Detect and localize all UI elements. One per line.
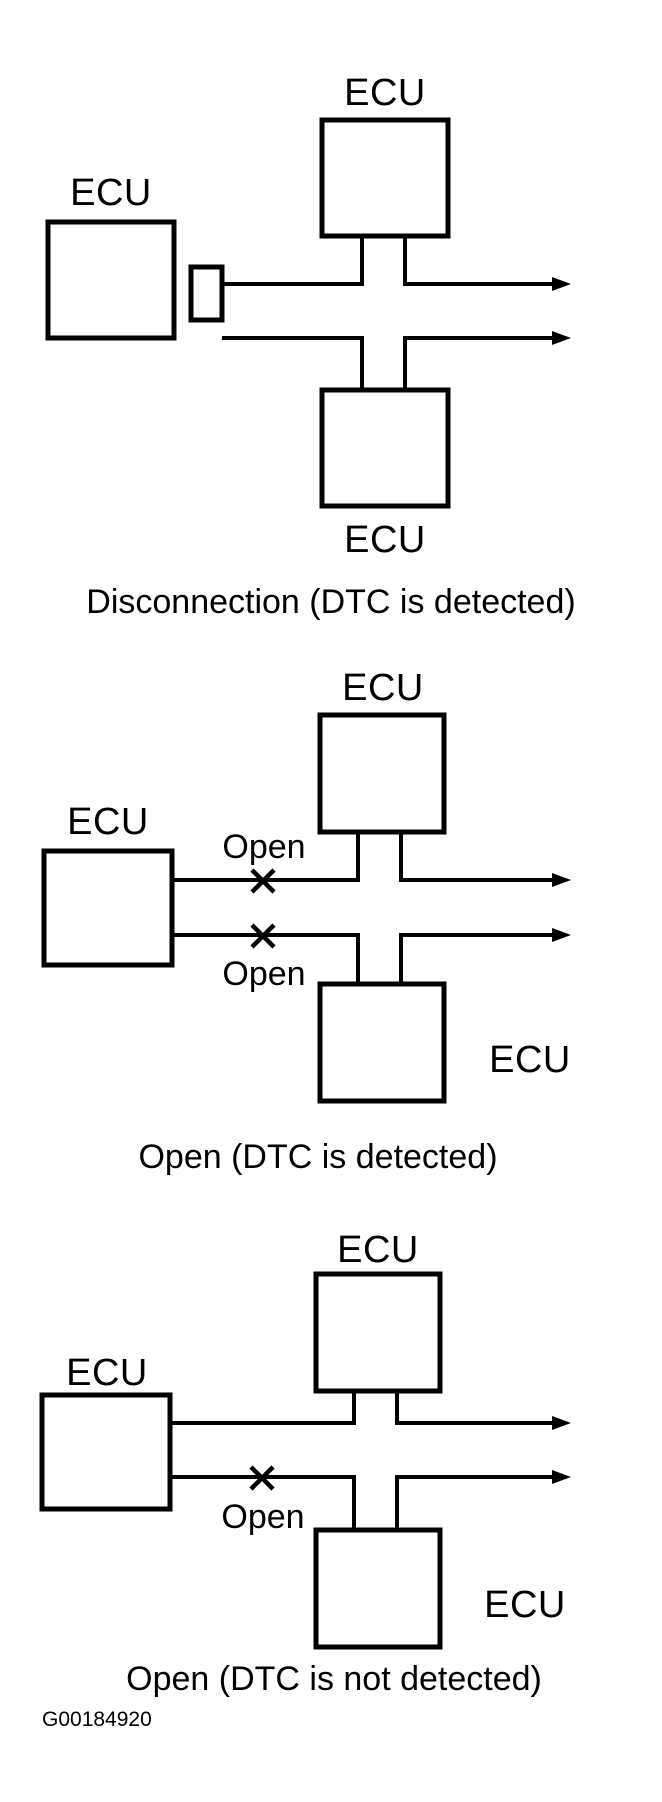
p3-lower-arrowhead [552, 1470, 571, 1484]
p1-bottom-ecu-label: ECU [344, 519, 426, 561]
p2-left-ecu-box [41, 848, 175, 968]
p3-left-ecu-box [39, 1392, 173, 1512]
p2-upper-arrowhead [552, 873, 571, 887]
p3-top-ecu-box [313, 1271, 443, 1394]
p3-lower-open-x-icon [249, 1465, 275, 1491]
p3-left-ecu-label: ECU [66, 1352, 148, 1394]
p2-lower-open-x-icon [250, 923, 276, 949]
p1-upper-arrowhead [552, 277, 571, 291]
p1-top-ecu-box [319, 117, 451, 239]
p1-left-ecu-label: ECU [70, 172, 152, 214]
p3-bottom-ecu-box [313, 1527, 443, 1650]
p1-lower-arrowhead [552, 331, 571, 345]
p3-caption: Open (DTC is not detected) [126, 1660, 542, 1698]
p1-lower-wire-right [403, 336, 552, 390]
p3-upper-wire-left [170, 1391, 356, 1425]
p2-upper-open-label: Open [222, 828, 305, 866]
p1-upper-wire-left [222, 236, 364, 286]
p2-upper-wire-right [399, 832, 552, 882]
p3-bottom-ecu-label: ECU [484, 1584, 566, 1626]
p3-upper-wire-right [395, 1391, 552, 1425]
p1-left-ecu-box [45, 219, 177, 341]
p2-caption: Open (DTC is detected) [138, 1138, 497, 1176]
p2-lower-wire-right [399, 933, 552, 984]
p3-top-ecu-label: ECU [337, 1229, 419, 1271]
p1-caption: Disconnection (DTC is detected) [86, 583, 575, 621]
p2-lower-open-label: Open [222, 955, 305, 993]
p2-upper-open-x-icon [250, 868, 276, 894]
p2-left-ecu-label: ECU [67, 801, 149, 843]
p1-upper-wire-right [403, 236, 552, 286]
p2-upper-wire-left [172, 832, 360, 882]
p2-bottom-ecu-label: ECU [489, 1039, 571, 1081]
p1-top-ecu-label: ECU [344, 72, 426, 114]
panel-disconnection: ECU ECU ECU Disconnection (DT [45, 72, 576, 621]
figure-code: G00184920 [42, 1708, 152, 1731]
p2-bottom-ecu-box [317, 981, 447, 1104]
p3-lower-wire-right [395, 1475, 552, 1530]
p1-bottom-ecu-box [319, 387, 451, 509]
p1-lower-wire-left [222, 336, 364, 390]
p3-upper-arrowhead [552, 1416, 571, 1430]
p1-connector [188, 264, 225, 323]
p2-lower-arrowhead [552, 928, 571, 942]
p3-lower-wire-left [170, 1475, 356, 1530]
panel-open-not-detected: ECU ECU ECU [39, 1229, 571, 1698]
p3-lower-open-label: Open [221, 1498, 304, 1536]
p2-lower-wire-left [172, 933, 360, 984]
p2-top-ecu-label: ECU [342, 667, 424, 709]
panel-open-detected: ECU ECU ECU [41, 667, 571, 1176]
p2-top-ecu-box [317, 712, 447, 835]
